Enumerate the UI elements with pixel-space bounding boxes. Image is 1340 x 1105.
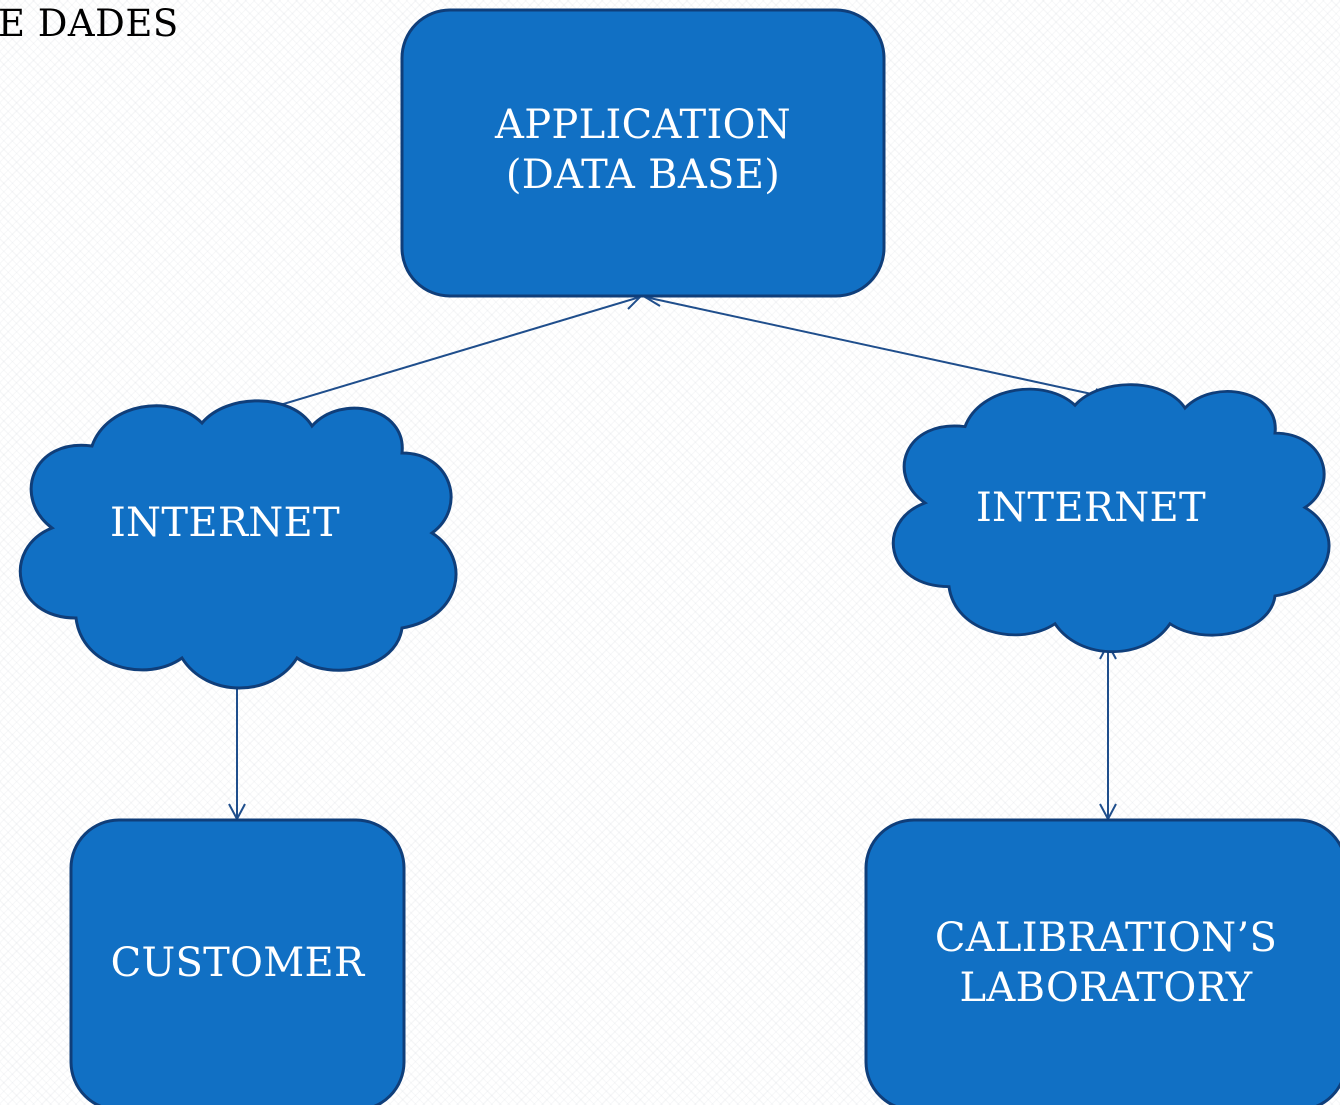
application-label-line2: (DATA BASE) bbox=[505, 152, 781, 198]
page-title: E DADES bbox=[0, 2, 179, 45]
edge-application-internet-right bbox=[644, 296, 1111, 399]
edge-application-internet-left bbox=[239, 296, 641, 418]
application-label: APPLICATION (DATA BASE) bbox=[402, 10, 884, 296]
internet-right-label-text: INTERNET bbox=[975, 485, 1207, 531]
internet-left-label-text: INTERNET bbox=[109, 500, 341, 546]
laboratory-box bbox=[864, 818, 1340, 1105]
application-box bbox=[400, 8, 886, 298]
application-label-line1: APPLICATION bbox=[495, 102, 791, 148]
customer-box bbox=[69, 818, 406, 1105]
customer-label-text: CUSTOMER bbox=[110, 940, 365, 986]
customer-label: CUSTOMER bbox=[71, 935, 404, 991]
laboratory-label: CALIBRATION’S LABORATORY bbox=[866, 910, 1340, 1016]
laboratory-label-line1: CALIBRATION’S bbox=[934, 915, 1278, 961]
internet-left-label: INTERNET bbox=[40, 495, 410, 551]
internet-right-label: INTERNET bbox=[906, 480, 1276, 536]
laboratory-label-line2: LABORATORY bbox=[959, 965, 1253, 1011]
